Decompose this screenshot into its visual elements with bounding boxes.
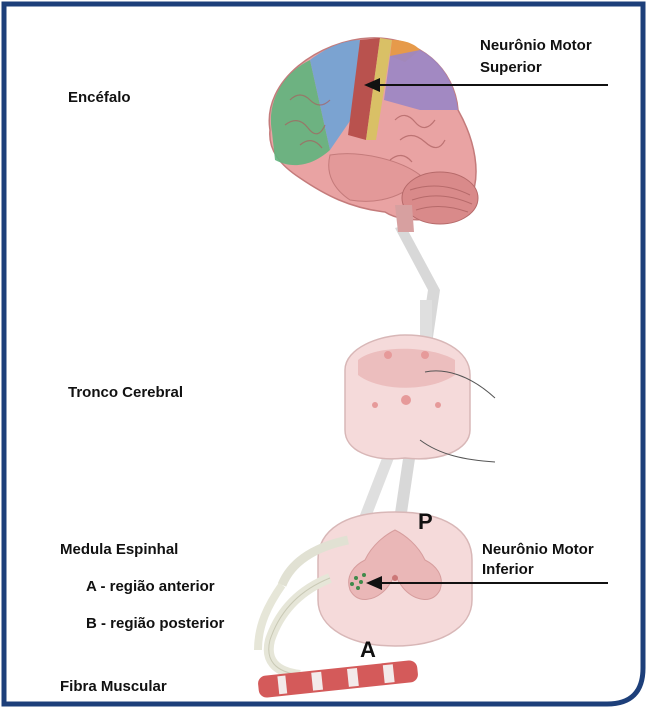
label-nmi-line1: Neurônio Motor [482, 540, 594, 560]
cerebellum [402, 172, 478, 224]
label-letter-a: A [360, 638, 376, 662]
label-encefalo: Encéfalo [68, 88, 131, 108]
parietal-lobe [384, 50, 458, 110]
label-tronco-cerebral: Tronco Cerebral [68, 383, 183, 403]
label-letter-p: P [418, 510, 433, 534]
brain-stem [395, 205, 414, 232]
label-medula-espinhal: Medula Espinhal [60, 540, 178, 560]
brainstem-section [345, 335, 495, 462]
label-nms-line1: Neurônio Motor [480, 36, 592, 56]
label-regiao-posterior: B - região posterior [86, 614, 224, 634]
label-regiao-anterior: A - região anterior [86, 577, 215, 597]
label-nmi-line2: Inferior [482, 560, 534, 580]
label-fibra-muscular: Fibra Muscular [60, 677, 167, 697]
label-nms-line2: Superior [480, 58, 542, 78]
brain-illustration [269, 38, 478, 232]
